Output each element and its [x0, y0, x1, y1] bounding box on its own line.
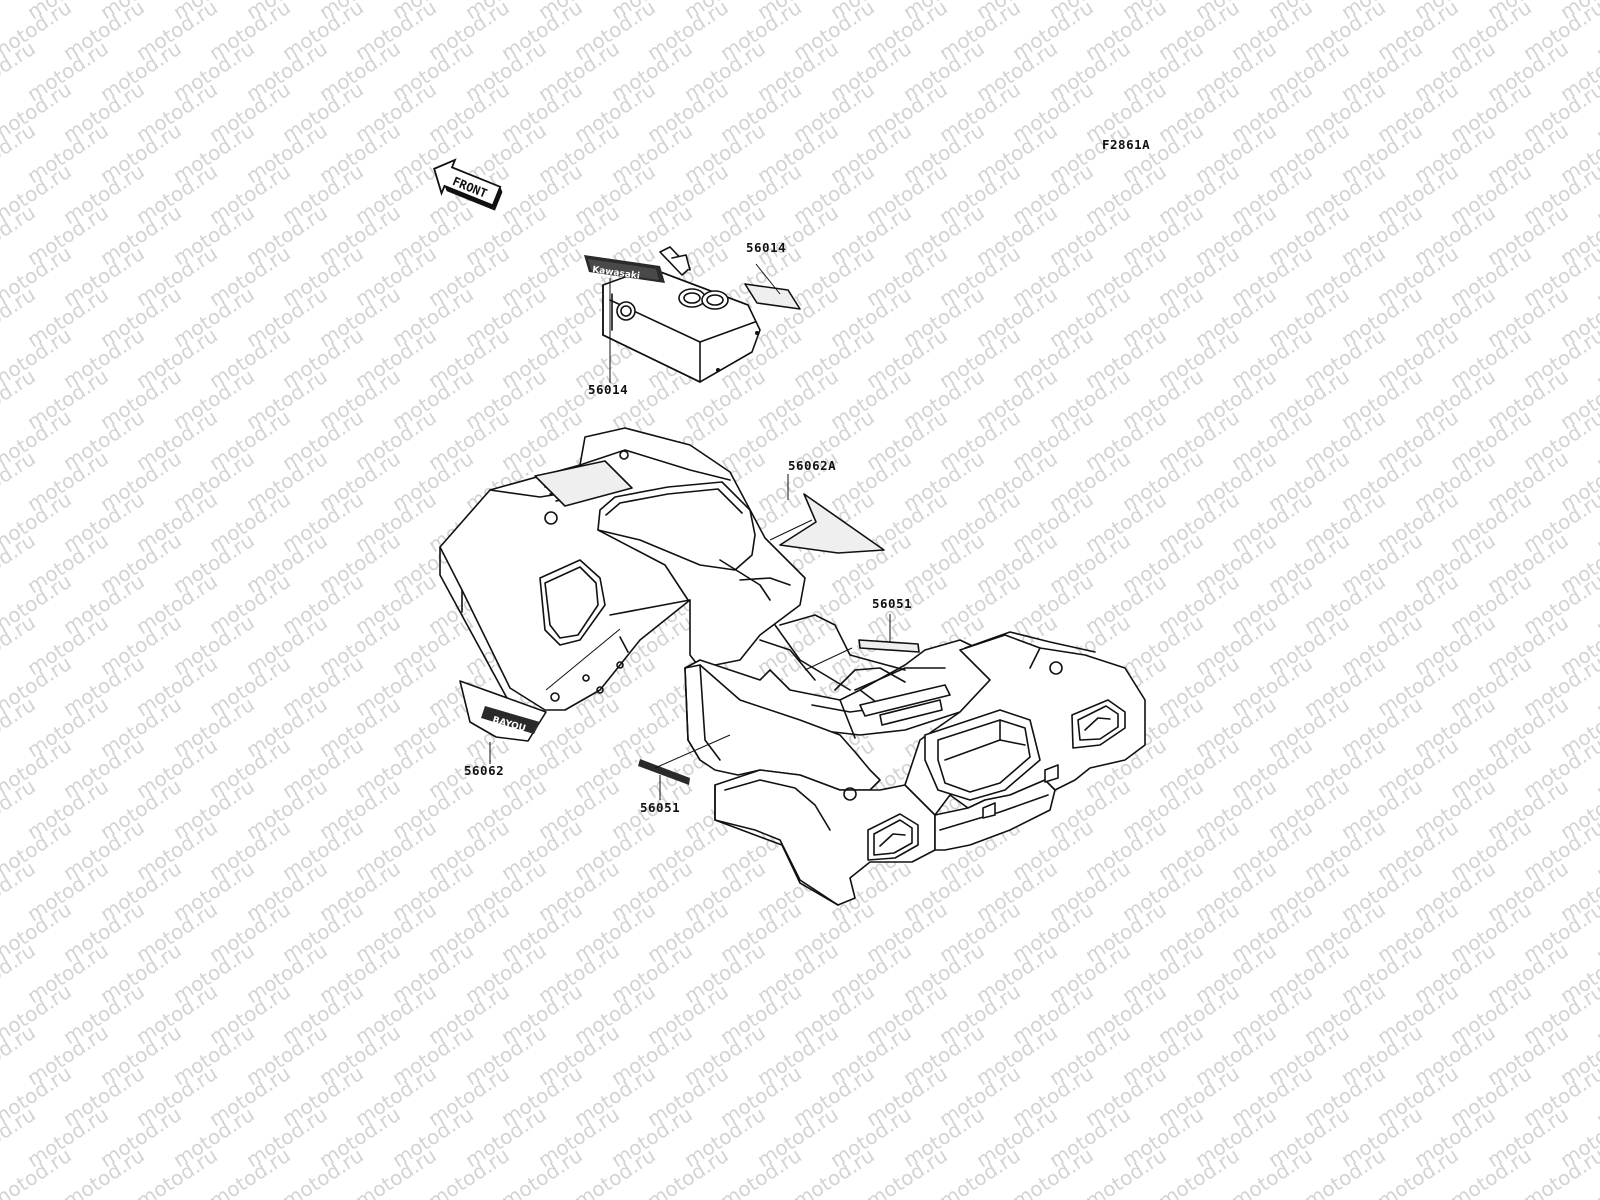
fender-body-part: [439, 427, 1146, 906]
callout-56062: 56062: [464, 763, 504, 778]
decal-56051-bottom: [638, 734, 731, 800]
decal-56062-bayou: BAYOU: [459, 628, 621, 764]
leader-line: [804, 647, 853, 671]
decal-56062A: [779, 474, 885, 554]
callout-56051-bottom: 56051: [640, 800, 680, 815]
callout-56014-bottom: 56014: [588, 382, 628, 397]
front-cover-part: [602, 246, 761, 383]
callout-56051-right: 56051: [872, 596, 912, 611]
figure-code: F2861A: [1102, 137, 1150, 152]
callout-56014-top: 56014: [746, 240, 786, 255]
decal-56014-top: [744, 263, 801, 310]
leader-line: [769, 519, 813, 541]
decal-56051-right: [858, 614, 920, 653]
callout-56062A: 56062A: [788, 458, 836, 473]
